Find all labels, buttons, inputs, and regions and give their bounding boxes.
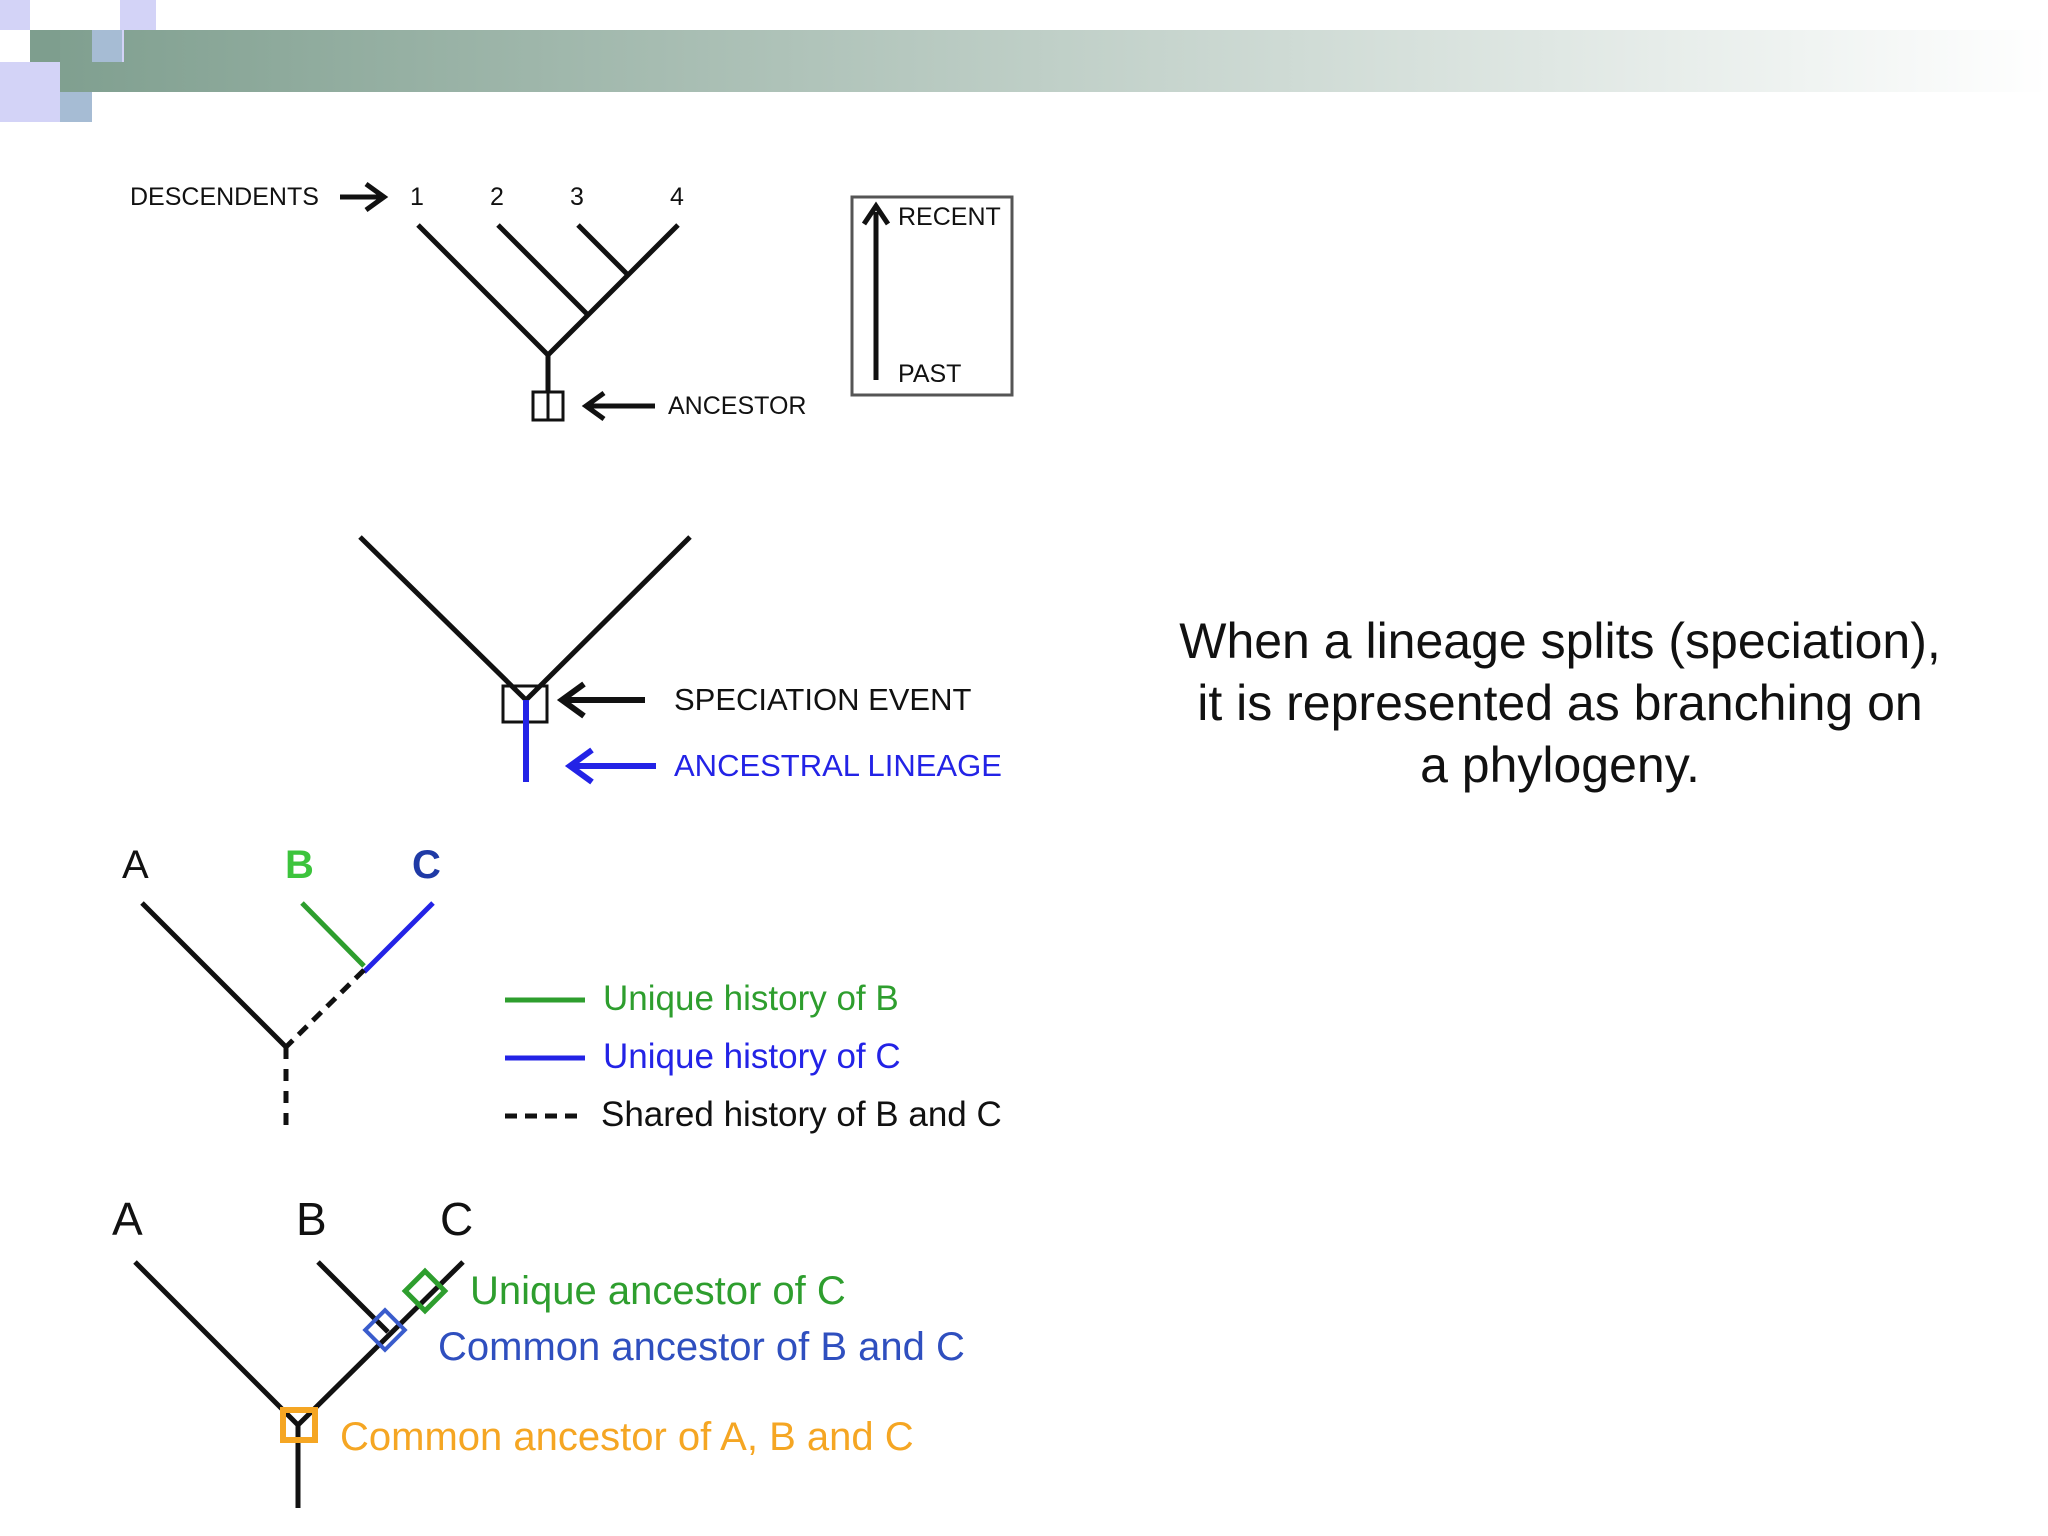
ancestor-arrow-head — [581, 390, 606, 422]
common-ancestor-diagram: A B C Unique ancestor of C Common ancest… — [112, 1193, 965, 1508]
branch-bc-shared — [284, 968, 366, 1049]
deco-square-blue-2 — [60, 92, 92, 122]
deco-square-blue-1 — [92, 30, 122, 62]
ancestral-lineage-label: ANCESTRAL LINEAGE — [674, 748, 1002, 783]
tip-label-4: 4 — [670, 183, 684, 211]
descendents-arrow-head — [364, 181, 389, 213]
legend-unique-b: Unique history of B — [603, 979, 899, 1018]
past-label: PAST — [898, 360, 961, 388]
common-ancestor-abc-marker — [280, 1407, 318, 1443]
deco-square-lavender-3 — [0, 62, 60, 122]
ancestor-label: ANCESTOR — [668, 392, 806, 420]
speciation-event-label: SPECIATION EVENT — [674, 682, 971, 717]
time-arrow-head — [861, 201, 891, 226]
legend-unique-c: Unique history of C — [603, 1037, 901, 1076]
descendents-label: DESCENDENTS — [130, 183, 319, 211]
tip-label-c: C — [412, 843, 441, 887]
tip-label-b: B — [296, 1193, 327, 1245]
phylogeny-basic-diagram: DESCENDENTS 1 2 3 4 ANCESTOR RECENT PAST — [130, 181, 1014, 422]
common-ancestor-bc-label: Common ancestor of B and C — [438, 1325, 965, 1369]
tip-label-2: 2 — [490, 183, 504, 211]
deco-square-lavender-2 — [120, 0, 156, 30]
common-ancestor-abc-label: Common ancestor of A, B and C — [340, 1415, 914, 1459]
unique-ancestor-c-marker — [401, 1267, 449, 1315]
deco-square-lavender-1 — [0, 0, 30, 30]
tip-label-a: A — [112, 1193, 143, 1245]
slide-caption: When a lineage splits (speciation), it i… — [1150, 610, 1970, 796]
shared-history-diagram: A B C Unique history of B Unique history… — [122, 843, 1002, 1134]
branch-b-unique — [300, 901, 366, 968]
slide-header-bar — [0, 0, 2048, 122]
tip-label-1: 1 — [410, 183, 424, 211]
common-ancestor-bc-marker — [362, 1307, 408, 1353]
caption-line-1: When a lineage splits (speciation), — [1179, 613, 1941, 669]
speciation-arrow-head — [556, 681, 586, 719]
recent-label: RECENT — [898, 203, 1001, 231]
time-legend-box — [850, 195, 1014, 397]
caption-line-3: a phylogeny. — [1420, 737, 1700, 793]
tip-label-b: B — [285, 843, 314, 887]
tip-label-a: A — [122, 843, 149, 887]
tree-branches — [416, 223, 680, 392]
speciation-branches — [358, 535, 692, 702]
legend-shared: Shared history of B and C — [601, 1095, 1002, 1134]
tip-label-3: 3 — [570, 183, 584, 211]
branch-c-unique — [362, 901, 435, 974]
deco-square-green — [30, 30, 60, 62]
branch-a — [140, 901, 288, 1049]
speciation-event-diagram: SPECIATION EVENT ANCESTRAL LINEAGE — [358, 535, 1002, 785]
caption-line-2: it is represented as branching on — [1197, 675, 1923, 731]
tip-label-c: C — [440, 1193, 473, 1245]
unique-ancestor-c-label: Unique ancestor of C — [470, 1269, 846, 1313]
ancestral-lineage-arrow-head — [564, 747, 594, 785]
header-gradient-bar — [30, 30, 2048, 92]
